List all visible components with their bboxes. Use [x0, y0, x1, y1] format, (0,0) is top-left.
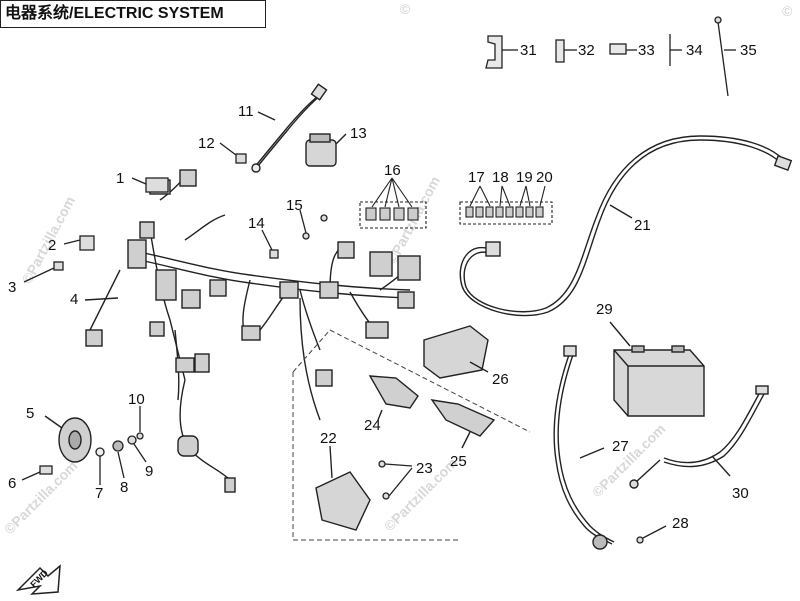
part-34-strap	[669, 34, 682, 66]
part-15-screws	[299, 209, 328, 240]
part-10-nut	[136, 406, 144, 440]
callout-15: 15	[286, 197, 303, 214]
part-32-strip	[555, 39, 577, 63]
part-28-screw	[636, 525, 667, 544]
callout-16: 16	[384, 162, 401, 179]
part-30-cable	[629, 385, 769, 489]
part-29-battery	[609, 321, 705, 417]
part-22-ecu	[315, 445, 371, 531]
part-7-washer	[95, 447, 105, 485]
callout-10: 10	[128, 391, 145, 408]
part-2-clip	[63, 235, 95, 251]
callout-34: 34	[686, 42, 703, 59]
callout-3: 3	[8, 279, 16, 296]
part-8-washer	[112, 440, 125, 479]
part-3-screw	[23, 261, 64, 283]
callout-23: 23	[416, 460, 433, 477]
callout-30: 30	[732, 485, 749, 502]
part-4-main-harness	[84, 169, 421, 493]
callout-9: 9	[145, 463, 153, 480]
callout-17: 17	[468, 169, 485, 186]
module-frame	[292, 329, 531, 541]
part-13-relay	[305, 133, 347, 167]
callout-24: 24	[364, 417, 381, 434]
callout-32: 32	[578, 42, 595, 59]
callout-2: 2	[48, 237, 56, 254]
callout-12: 12	[198, 135, 215, 152]
callout-33: 33	[638, 42, 655, 59]
callout-20: 20	[536, 169, 553, 186]
callout-6: 6	[8, 475, 16, 492]
part-17-20-fuses	[459, 185, 553, 225]
part-35-cable-tie	[714, 16, 736, 97]
callout-29: 29	[596, 301, 613, 318]
part-1-connector	[131, 177, 169, 193]
callout-35: 35	[740, 42, 757, 59]
part-6-bolt	[21, 465, 53, 481]
part-12-bolt	[219, 142, 247, 164]
watermark-corner-mark: ©	[782, 3, 793, 19]
callout-21: 21	[634, 217, 651, 234]
callout-11: 11	[238, 103, 254, 120]
part-9-nut	[127, 435, 147, 463]
part-27-cable	[553, 345, 615, 550]
watermark-top-mark: ©	[400, 1, 411, 17]
callout-14: 14	[248, 215, 265, 232]
callout-31: 31	[520, 42, 537, 59]
callout-18: 18	[492, 169, 509, 186]
callout-7: 7	[95, 485, 103, 502]
callout-8: 8	[120, 479, 128, 496]
callout-5: 5	[26, 405, 34, 422]
callout-4: 4	[70, 291, 78, 308]
part-21-wire	[459, 135, 793, 317]
part-25-module	[430, 399, 496, 449]
part-16-relays	[359, 177, 427, 229]
part-5-horn	[44, 415, 92, 463]
part-26-controller	[423, 325, 489, 379]
part-31-bracket	[485, 35, 518, 69]
part-33-pad	[609, 43, 637, 55]
callout-27: 27	[612, 438, 629, 455]
callout-19: 19	[516, 169, 533, 186]
callout-labels: 1 2 3 4 5 6 7 8 9 10 11 12 13 14 15 16 1…	[8, 42, 757, 532]
page-title: 电器系统/ELECTRIC SYSTEM	[0, 0, 266, 28]
part-14-clip	[261, 229, 279, 259]
callout-1: 1	[116, 170, 124, 187]
callout-25: 25	[450, 453, 467, 470]
part-24-module	[368, 375, 419, 421]
callout-13: 13	[350, 125, 367, 142]
callout-26: 26	[492, 371, 509, 388]
watermark-right: ©Partzilla.com	[589, 420, 669, 500]
fwd-arrow-icon: FWD	[15, 564, 61, 595]
callout-22: 22	[320, 430, 337, 447]
part-23-screws	[378, 460, 413, 500]
part-11-ground-cable	[251, 83, 328, 173]
callout-28: 28	[672, 515, 689, 532]
